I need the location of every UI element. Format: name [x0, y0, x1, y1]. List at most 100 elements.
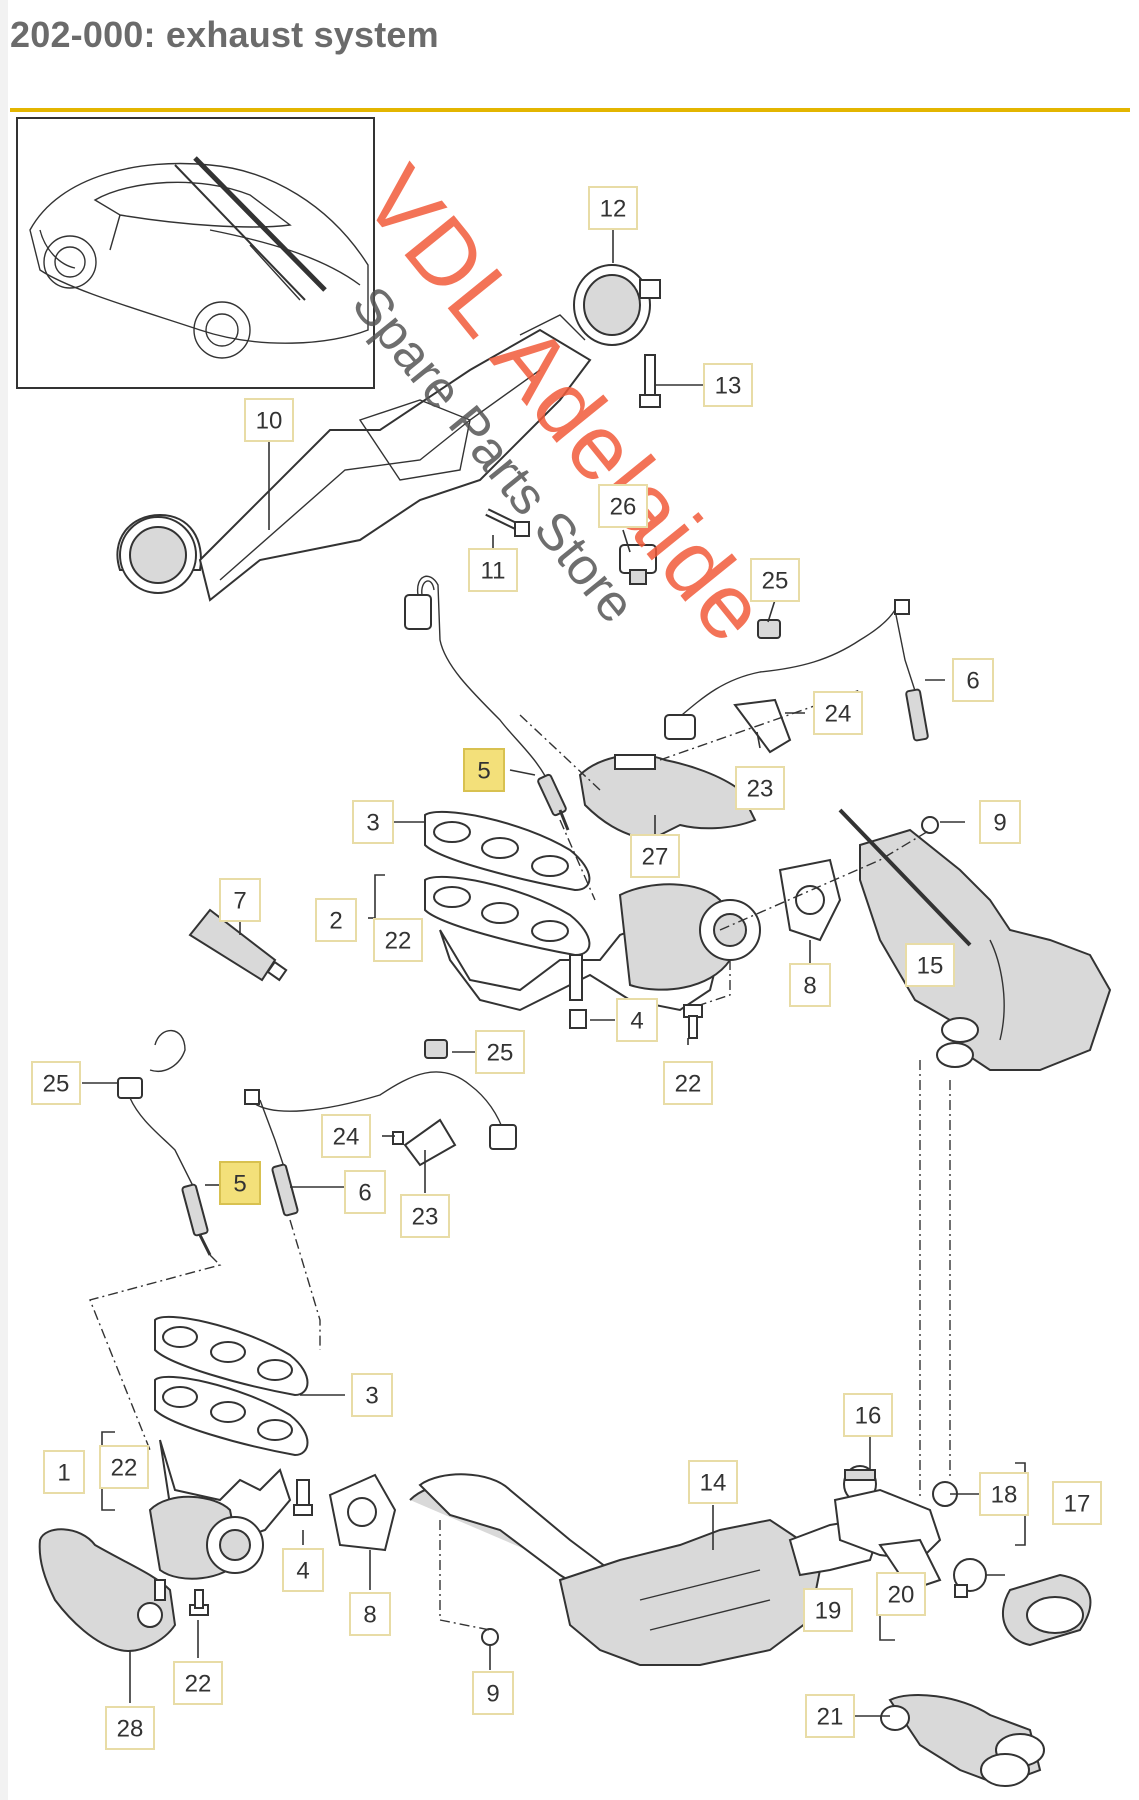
- callout-label-text: 1: [57, 1460, 70, 1487]
- rear-silencer-15-part: [838, 808, 1112, 1071]
- callout-5: 5: [219, 1161, 261, 1205]
- callout-4: 4: [616, 998, 658, 1042]
- callout-26: 26: [598, 484, 648, 528]
- tailpipe-tip-19-part: [1001, 1573, 1092, 1647]
- callout-22: 22: [663, 1061, 713, 1105]
- callout-9: 9: [472, 1671, 514, 1715]
- connector-26-part: [619, 544, 657, 585]
- callout-label-text: 17: [1064, 1491, 1091, 1518]
- heat-shield-28-part: [38, 1528, 177, 1652]
- nut-4-upper-part: [569, 1009, 587, 1029]
- callout-label-text: 22: [185, 1671, 212, 1698]
- callout-9: 9: [979, 800, 1021, 844]
- callout-label-text: 15: [917, 953, 944, 980]
- engine-carrier-bracket-part: [116, 314, 592, 602]
- callout-label-text: 2: [329, 908, 342, 935]
- bolt-22-upper-part: [683, 1004, 703, 1039]
- callout-22: 22: [99, 1445, 149, 1489]
- clip-25-lower-part: [424, 1039, 448, 1059]
- callout-25: 25: [475, 1030, 525, 1074]
- clamp-part: [573, 264, 661, 346]
- oxygen-sensor-6-lower-part: [244, 1071, 517, 1217]
- callout-label-text: 8: [803, 973, 816, 1000]
- callout-16: 16: [843, 1393, 893, 1437]
- callout-label-text: 4: [296, 1558, 309, 1585]
- callout-3: 3: [352, 800, 394, 844]
- callout-8: 8: [349, 1592, 391, 1636]
- bolt-11-part: [485, 508, 530, 537]
- callout-label-text: 25: [487, 1040, 514, 1067]
- callout-label-text: 5: [477, 758, 490, 785]
- callout-label-text: 23: [412, 1204, 439, 1231]
- assembly-dash-lines: [89, 689, 951, 1631]
- callout-label-text: 13: [715, 373, 742, 400]
- bracket-23-lower-part: [392, 1118, 457, 1167]
- callout-15: 15: [905, 943, 955, 987]
- centre-silencer-14-part: [409, 1473, 882, 1666]
- clamp-20-part: [953, 1558, 987, 1598]
- vehicle-locator-inset: [16, 117, 375, 389]
- callout-22: 22: [173, 1661, 223, 1705]
- oxygen-sensor-5-lower-part: [117, 1029, 212, 1256]
- bolt-13-part: [639, 354, 661, 408]
- callout-28: 28: [105, 1706, 155, 1750]
- callout-22: 22: [373, 918, 423, 962]
- paste-tube-7-part: [188, 908, 288, 982]
- manifold-catalyst-upper-part: [439, 883, 761, 1012]
- clip-25-upper-part: [757, 619, 781, 639]
- callout-label-text: 9: [993, 810, 1006, 837]
- callout-label-text: 25: [43, 1071, 70, 1098]
- callout-label-text: 16: [855, 1403, 882, 1430]
- callout-label-text: 10: [256, 408, 283, 435]
- tailpipe-17-part: [833, 1481, 958, 1592]
- callout-24: 24: [321, 1114, 371, 1158]
- callout-1: 1: [43, 1450, 85, 1494]
- callout-14: 14: [688, 1460, 738, 1504]
- callout-label-text: 22: [675, 1071, 702, 1098]
- callout-label-text: 23: [747, 776, 774, 803]
- callout-6: 6: [344, 1170, 386, 1214]
- callout-label-text: 11: [481, 558, 506, 585]
- callout-21: 21: [805, 1694, 855, 1738]
- callout-label-text: 21: [817, 1704, 844, 1731]
- callout-label-text: 12: [600, 196, 627, 223]
- callout-17: 17: [1052, 1481, 1102, 1525]
- callout-25: 25: [31, 1061, 81, 1105]
- page-title: 202-000: exhaust system: [10, 14, 439, 55]
- manifold-gasket-upper-part: [424, 810, 591, 957]
- heat-shield-27-part: [578, 754, 757, 842]
- flange-gasket-8-lower-part: [328, 1473, 397, 1552]
- callout-19: 19: [803, 1588, 853, 1632]
- bolt-22-lower-part: [189, 1589, 209, 1616]
- callout-6: 6: [952, 658, 994, 702]
- callout-20: 20: [876, 1572, 926, 1616]
- flange-gasket-8-upper-part: [778, 858, 842, 942]
- callout-label-text: 26: [610, 494, 637, 521]
- callout-5: 5: [463, 748, 505, 792]
- callout-label-text: 3: [365, 1383, 378, 1410]
- callout-11: 11: [468, 548, 518, 592]
- callout-label-text: 3: [366, 810, 379, 837]
- callout-label-text: 22: [385, 928, 412, 955]
- callout-23: 23: [735, 766, 785, 810]
- callout-label-text: 28: [117, 1716, 144, 1743]
- callout-label-text: 4: [630, 1008, 643, 1035]
- callout-8: 8: [789, 963, 831, 1007]
- callout-label-text: 6: [358, 1180, 371, 1207]
- callout-label-text: 20: [888, 1582, 915, 1609]
- callout-2: 2: [315, 898, 357, 942]
- callout-label-text: 24: [825, 701, 852, 728]
- callout-18: 18: [979, 1472, 1029, 1516]
- callout-label-text: 22: [111, 1455, 138, 1482]
- callout-label-text: 5: [233, 1171, 246, 1198]
- manifold-catalyst-lower-part: [148, 1439, 292, 1580]
- title-rule: [10, 108, 1130, 112]
- callout-7: 7: [219, 878, 261, 922]
- oxygen-sensor-6-upper-part: [664, 599, 929, 742]
- callout-label-text: 19: [815, 1598, 842, 1625]
- left-rail: [0, 0, 8, 1800]
- bracket-23-upper-part: [733, 698, 792, 754]
- callout-3: 3: [351, 1373, 393, 1417]
